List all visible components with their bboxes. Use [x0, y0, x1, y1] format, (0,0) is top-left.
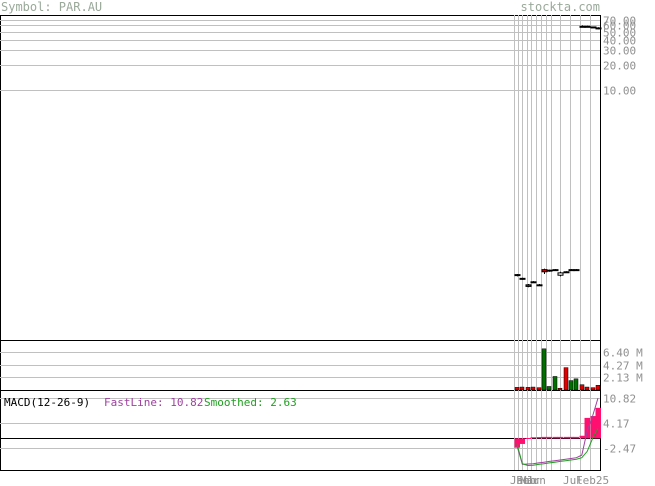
- x-tick-label: Jan: [510, 474, 530, 486]
- volume-bar: [590, 387, 596, 391]
- volume-bar: [568, 380, 574, 391]
- macd-panel: [514, 397, 601, 467]
- candle-body: [573, 269, 580, 272]
- panel-frames: [0, 15, 601, 471]
- volume-bar: [541, 348, 547, 391]
- macd-histogram-bar: [546, 436, 552, 439]
- x-tick-label: Feb25: [576, 474, 609, 486]
- volume-bar: [530, 386, 536, 391]
- x-tick-label: Mar: [520, 474, 540, 486]
- macd-histogram-bar: [519, 438, 525, 444]
- candle-body: [557, 272, 564, 276]
- macd-histogram-bar: [525, 438, 531, 439]
- price-tick-label: 30.00: [603, 45, 636, 58]
- macd-smoothed-label: Smoothed: 2.63: [204, 396, 297, 409]
- volume-bar: [519, 386, 525, 391]
- symbol-label: Symbol: PAR.AU: [1, 0, 103, 14]
- macd-histogram-bar: [573, 436, 579, 439]
- volume-panel: [514, 348, 601, 391]
- x-tick-label: Feb: [516, 474, 536, 486]
- x-tick-label: Jul: [563, 474, 583, 486]
- panel-frame-0: [0, 15, 601, 341]
- macd-histogram-bar: [579, 435, 585, 439]
- candle-body: [563, 271, 570, 274]
- macd-histogram-bar: [563, 436, 569, 439]
- price-tick-label: 10.00: [603, 85, 636, 98]
- candle-body: [546, 269, 553, 272]
- price-tick-label: 20.00: [603, 60, 636, 73]
- site-name[interactable]: stockta.com: [520, 0, 600, 14]
- panel-frame-2: [0, 390, 601, 471]
- volume-bar: [584, 386, 590, 391]
- candle-body: [584, 25, 591, 28]
- volume-bar: [563, 367, 569, 391]
- volume-bar: [514, 387, 520, 391]
- macd-histogram-bar: [541, 436, 547, 439]
- volume-tick-label: 2.13 M: [603, 372, 643, 385]
- volume-bar: [595, 385, 601, 391]
- price-tick-label: 40.00: [603, 35, 636, 48]
- candle-body: [568, 269, 575, 272]
- candle-body: [536, 284, 543, 287]
- x-tick-label: Jun: [526, 474, 546, 486]
- volume-tick-label: 4.27 M: [603, 360, 643, 373]
- macd-histogram-bar: [590, 416, 596, 439]
- candle-body: [579, 25, 586, 28]
- candle-body: [541, 269, 548, 273]
- candle-body: [525, 284, 532, 287]
- macd-histogram-bar: [536, 437, 542, 439]
- candle-body: [590, 26, 597, 29]
- volume-bar: [525, 387, 531, 391]
- macd-histogram-bar: [584, 417, 590, 439]
- grid-lines: [0, 15, 600, 470]
- price-tick-label: 50.00: [603, 27, 636, 40]
- macd-tick-label: 4.17: [603, 418, 630, 431]
- macd-histogram-bar: [568, 436, 574, 439]
- volume-bar: [546, 386, 552, 391]
- macd-label: MACD(12-26-9): [4, 396, 90, 409]
- macd-histogram-bar: [530, 437, 536, 439]
- macd-tick-label: 10.82: [603, 393, 636, 406]
- macd-fastline-label: FastLine: 10.82: [104, 396, 203, 409]
- candle-body: [552, 269, 559, 272]
- volume-bar: [552, 376, 558, 391]
- volume-bar: [573, 378, 579, 391]
- macd-histogram-bar: [514, 438, 520, 448]
- price-panel: [514, 25, 602, 288]
- volume-tick-label: 6.40 M: [603, 347, 643, 360]
- volume-bar: [557, 387, 563, 391]
- macd-smoothed-line: [516, 428, 599, 467]
- candle-body: [530, 281, 537, 284]
- volume-bar: [579, 384, 585, 391]
- macd-tick-label: -2.47: [603, 443, 636, 456]
- price-tick-label: 70.00: [603, 15, 636, 28]
- macd-fast-line: [516, 397, 599, 465]
- macd-histogram-bar: [557, 436, 563, 439]
- macd-histogram-bar: [552, 436, 558, 439]
- candle-body: [519, 277, 526, 280]
- price-tick-label: 60.00: [603, 20, 636, 33]
- volume-bar: [536, 387, 542, 391]
- candle-body: [595, 27, 602, 30]
- macd-histogram-bar: [595, 407, 601, 439]
- candle-body: [514, 274, 521, 277]
